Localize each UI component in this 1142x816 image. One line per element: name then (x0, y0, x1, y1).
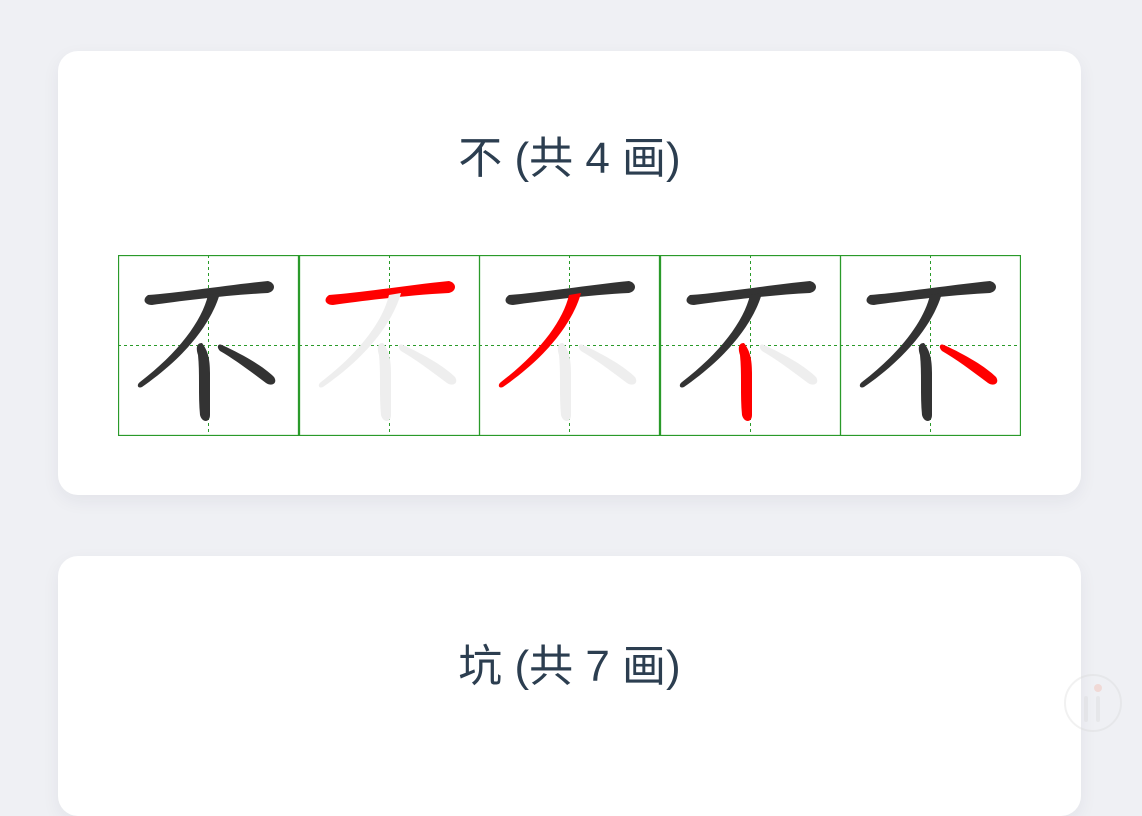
stroke-order-grid (118, 255, 1021, 436)
character-title: 坑 (共 7 画) (58, 645, 1081, 689)
stroke-3 (558, 343, 571, 421)
stroke-3 (919, 343, 932, 421)
stroke-4 (579, 344, 636, 384)
watermark-logo-icon (1058, 668, 1128, 738)
stroke-4 (218, 344, 275, 384)
stroke-cell (118, 255, 298, 435)
stroke-3 (377, 343, 390, 421)
stroke-cell (660, 255, 840, 435)
stroke-cell (840, 255, 1020, 435)
stroke-4 (398, 344, 455, 384)
stroke-cell (299, 255, 479, 435)
stroke-3 (739, 343, 752, 421)
stroke-4 (760, 344, 817, 384)
character-title: 不 (共 4 画) (58, 137, 1081, 181)
stroke-order-card: 坑 (共 7 画) (58, 556, 1081, 816)
stroke-4 (940, 344, 997, 384)
stroke-order-card: 不 (共 4 画) (58, 51, 1081, 495)
stroke-cell (479, 255, 659, 435)
stroke-3 (197, 343, 210, 421)
